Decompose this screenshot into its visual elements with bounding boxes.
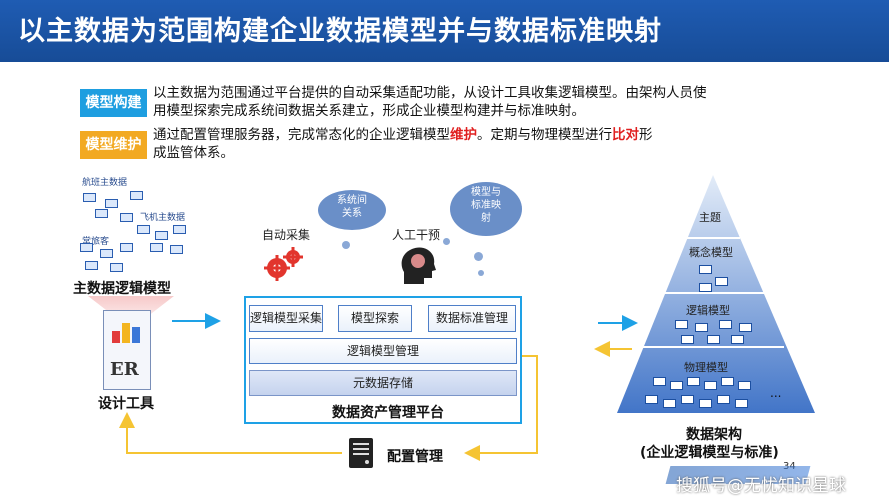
cloud-dot (342, 241, 350, 249)
cloud-system-relations: 系统间 关系 (318, 190, 386, 230)
master-data-mini-diagram (75, 185, 195, 275)
tier-physical-model: 物理模型 (684, 361, 728, 374)
label-enterprise-logic-standard: (企业逻辑模型与标准) (640, 445, 779, 461)
label-data-architecture: 数据架构 (686, 427, 742, 443)
label-aircraft-master: 飞机主数据 (140, 213, 186, 223)
er-logo: ER (110, 359, 139, 380)
desc-text-c: 形 (639, 127, 653, 143)
desc-line-4: 成监管体系。 (153, 145, 234, 161)
chart-icon (110, 317, 144, 345)
label-master-logic-model: 主数据逻辑模型 (73, 281, 171, 297)
label-flight-master: 航班主数据 (82, 178, 128, 188)
box-logic-model-collect[interactable]: 逻辑模型采集 (249, 305, 323, 332)
bar-logic-model-mgmt[interactable]: 逻辑模型管理 (249, 338, 517, 364)
desc-line-3: 通过配置管理服务器，完成常态化的企业逻辑模型维护。定期与物理模型进行比对形 (153, 126, 793, 144)
arrow-config-to-tool (119, 412, 342, 454)
label-manual-intervention: 人工干预 (392, 228, 441, 242)
desc-model-build: 以主数据为范围通过平台提供的自动采集适配功能，从设计工具收集逻辑模型。由架构人员… (153, 84, 793, 120)
tier-logic-model: 逻辑模型 (686, 304, 730, 317)
tier-subject: 主题 (699, 211, 721, 224)
tag-model-maintain: 模型维护 (80, 131, 147, 159)
arrow-config-loop (464, 355, 538, 461)
label-design-tool: 设计工具 (98, 396, 154, 412)
page-title: 以主数据为范围构建企业数据模型并与数据标准映射 (18, 16, 662, 47)
label-data-asset-platform: 数据资产管理平台 (332, 405, 444, 421)
server-icon (349, 438, 373, 468)
brain-head-icon (401, 247, 436, 284)
box-data-standard-mgmt[interactable]: 数据标准管理 (428, 305, 516, 332)
watermark: 搜狐号@无忧知识星球 (676, 476, 846, 496)
cloud-dot (443, 238, 450, 245)
desc-red-maintain: 维护 (450, 127, 477, 143)
desc-model-maintain: 通过配置管理服务器，完成常态化的企业逻辑模型维护。定期与物理模型进行比对形 成监… (153, 126, 793, 162)
label-auto-collect: 自动采集 (262, 228, 311, 242)
gears-icon (264, 247, 303, 281)
desc-line-1: 以主数据为范围通过平台提供的自动采集适配功能，从设计工具收集逻辑模型。由架构人员… (153, 85, 707, 101)
desc-text-a: 通过配置管理服务器，完成常态化的企业逻辑模型 (153, 127, 450, 143)
desc-text-b: 。定期与物理模型进行 (477, 127, 612, 143)
cloud-dot (478, 270, 484, 276)
pyramid-ellipsis: ... (770, 386, 782, 400)
bar-metadata-storage[interactable]: 元数据存储 (249, 370, 517, 396)
desc-line-2: 用模型探索完成系统间数据关系建立，形成企业模型构建并与标准映射。 (153, 103, 585, 119)
design-tool-icon[interactable]: ER (103, 310, 151, 390)
label-config-mgmt: 配置管理 (387, 449, 443, 465)
label-frequent-flyer: 常旅客 (82, 237, 110, 247)
box-model-explore[interactable]: 模型探索 (338, 305, 412, 332)
cloud-dot (474, 252, 483, 261)
pyramid-model-icons (615, 175, 825, 420)
cloud-model-standard-mapping: 模型与 标准映 射 (450, 182, 522, 236)
tier-concept-model: 概念模型 (689, 246, 733, 259)
pyramid (617, 175, 815, 413)
title-bar (0, 0, 889, 62)
tag-model-build: 模型构建 (80, 89, 147, 117)
desc-red-compare: 比对 (612, 127, 639, 143)
